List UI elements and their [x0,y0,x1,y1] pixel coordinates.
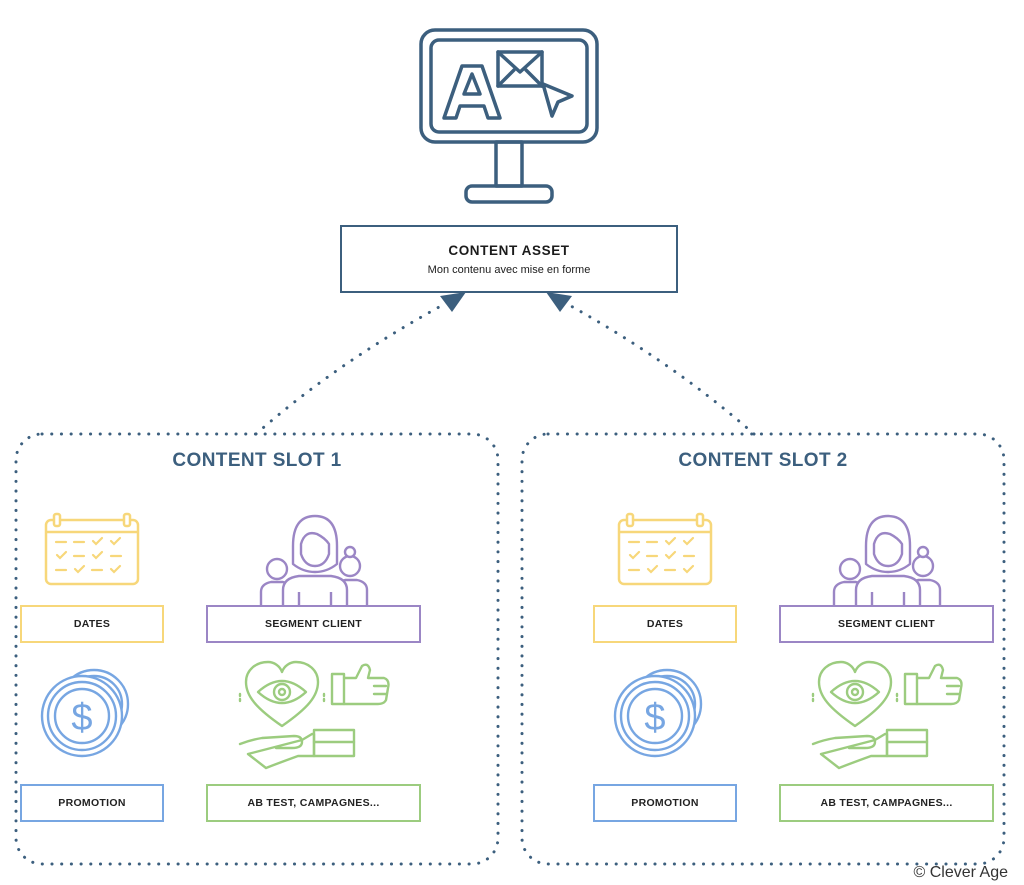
segment-client-box [206,605,421,643]
segment-client-label: SEGMENT CLIENT [265,618,362,630]
content-slot-2-title: CONTENT SLOT 2 [678,450,848,471]
monitor-icon [419,28,599,204]
dates-label: DATES [646,618,684,630]
content-slot-2-container [520,432,1006,866]
promotion-label: PROMOTION [58,797,126,809]
segment-client-box [779,605,994,643]
dollar-coins-icon [40,668,130,758]
content-asset-box [340,225,678,293]
content-asset-title: CONTENT ASSET [448,243,570,258]
dotted-arrow-slot1 [254,292,466,436]
content-slot-1-title: CONTENT SLOT 1 [172,450,342,471]
dollar-coins-icon [613,668,703,758]
ab-test-label: AB TEST, CAMPAGNES... [820,797,953,809]
ab-test-label: AB TEST, CAMPAGNES... [247,797,380,809]
people-group-icon [259,514,369,608]
people-group-icon [832,514,942,608]
dates-box [593,605,737,643]
promotion-label: PROMOTION [631,797,699,809]
promotion-box [20,784,164,822]
dotted-arrow-slot2 [546,292,756,436]
segment-client-label: SEGMENT CLIENT [838,618,935,630]
ab-test-box [779,784,994,822]
content-slot-1-container [14,432,500,866]
dates-label: DATES [73,618,111,630]
promotion-box [593,784,737,822]
calendar-icon [44,512,140,586]
copyright-text: © Clever Age [913,864,1009,881]
ab-test-box [206,784,421,822]
calendar-icon [617,512,713,586]
heart-eye-hand-icon [811,660,963,770]
dates-box [20,605,164,643]
content-asset-subtitle: Mon contenu avec mise en forme [427,264,591,276]
heart-eye-hand-icon [238,660,390,770]
